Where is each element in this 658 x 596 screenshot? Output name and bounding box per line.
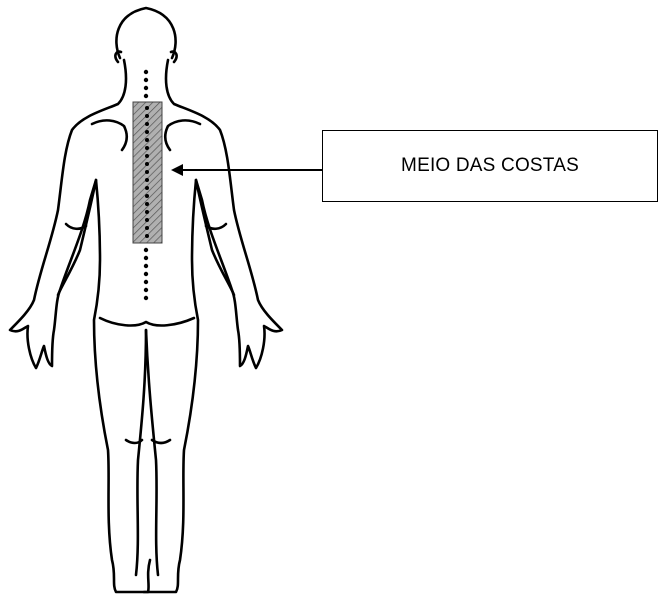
region-label-box: MEIO DAS COSTAS	[322, 130, 658, 202]
region-label: MEIO DAS COSTAS	[401, 155, 579, 177]
